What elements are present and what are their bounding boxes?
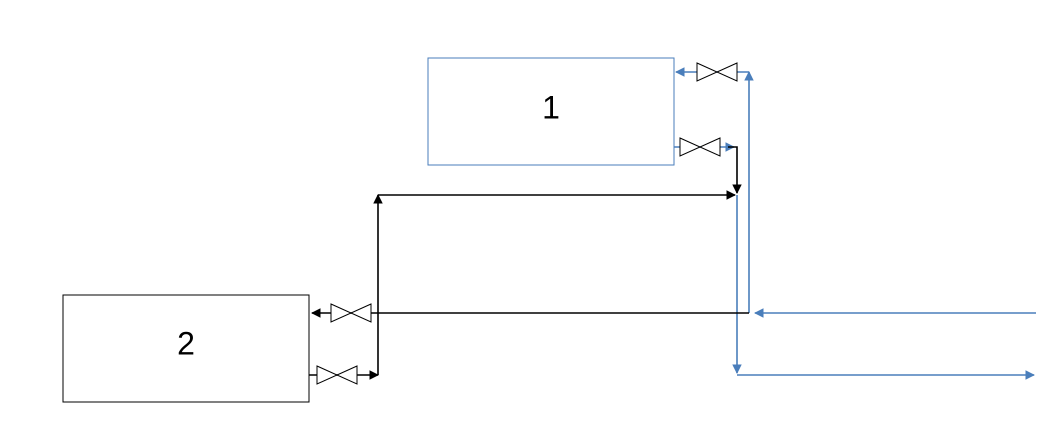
- valve-box-2-inlet-icon: [330, 303, 372, 323]
- box-1: 1: [427, 57, 675, 166]
- box-1-label: 1: [542, 89, 560, 125]
- valve-box-1-outlet-icon: [679, 137, 721, 157]
- box-2-label: 2: [177, 325, 195, 361]
- box-2: 2: [62, 294, 310, 403]
- blue-return-line: [732, 195, 1035, 380]
- valve-box-1-inlet-icon: [696, 62, 738, 82]
- box-2-outlet-line: [309, 190, 736, 380]
- valve-box-2-outlet-icon: [316, 365, 358, 385]
- blue-supply-line: [675, 67, 1036, 318]
